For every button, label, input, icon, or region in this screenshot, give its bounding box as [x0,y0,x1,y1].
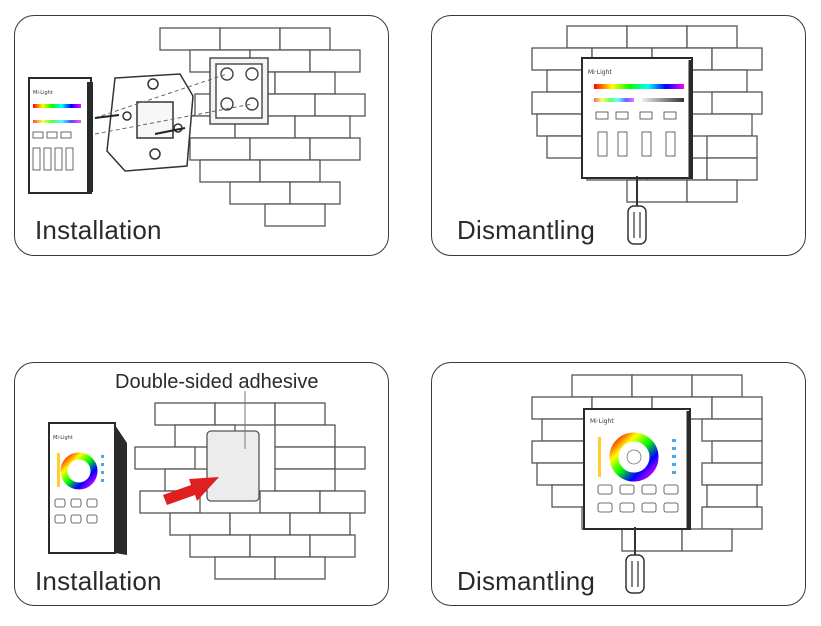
switch-panel-wall: Mi·Light [583,408,691,530]
switch-panel: Mi·Light [48,422,127,555]
screwdriver-icon [625,527,645,594]
brand-label: Mi·Light [33,90,53,96]
brand-label: Mi·Light [590,418,614,425]
wall-box [209,57,269,125]
switch-panel: Mi·Light [28,77,93,194]
switch-panel-wall: Mi·Light [581,57,693,179]
panel-dismantling-1: Mi·Light Dismantling [431,15,806,256]
mounting-frame [106,73,194,172]
dismantling-illustration: Mi·Light [531,374,763,594]
brand-label: Mi·Light [53,435,73,441]
screwdriver-icon [627,176,647,245]
panel-installation-screw: Mi·Light Installation [14,15,389,256]
installation-adhesive-illustration: Mi·Light [48,391,366,580]
installation-screw-illustration: Mi·Light [28,27,366,227]
caption-installation: Installation [35,215,162,245]
brand-label: Mi·Light [588,69,612,76]
caption-dismantling: Dismantling [457,566,596,596]
callout-double-sided-adhesive: Double-sided adhesive [115,371,319,393]
push-arrow [163,477,219,505]
adhesive-pad [206,430,260,502]
panel-dismantling-2: Mi·Light Dismantling [431,362,806,606]
dismantling-illustration: Mi·Light [531,25,763,245]
caption-dismantling: Dismantling [457,215,596,245]
caption-installation: Installation [35,566,162,596]
panel-installation-adhesive: Mi·Light Double-sided adhesive Installat… [14,362,389,606]
